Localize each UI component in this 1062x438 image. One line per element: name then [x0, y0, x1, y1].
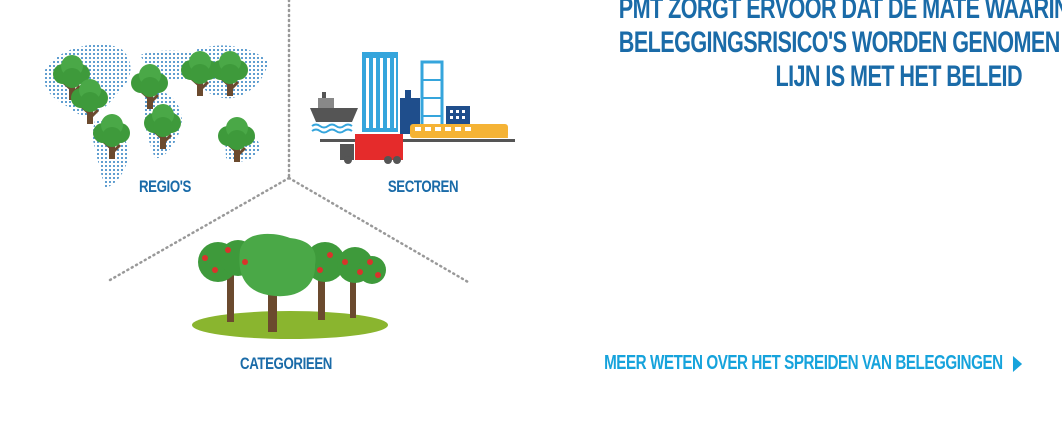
segment-label-sectoren: SECTOREN: [387, 177, 459, 196]
headline-line: PMT ZORGT ERVOOR DAT DE MATE WAARIN: [618, 0, 1062, 25]
more-info-link-label: MEER WETEN OVER HET SPREIDEN VAN BELEGGI…: [603, 352, 1003, 374]
headline: PMT ZORGT ERVOOR DAT DE MATE WAARIN BELE…: [462, 0, 1062, 94]
diversification-illustration: [44, 0, 515, 339]
divider-lines: [108, 0, 470, 284]
more-info-link[interactable]: MEER WETEN OVER HET SPREIDEN VAN BELEGGI…: [604, 352, 1022, 375]
play-arrow-icon: [1012, 355, 1022, 372]
segment-label-categorieen: CATEGORIEEN: [240, 354, 332, 373]
sectors-icon: [310, 52, 515, 164]
headline-line: LIJN IS MET HET BELEID: [775, 60, 1022, 93]
orchard-icon: [192, 233, 388, 339]
headline-line: BELEGGINGSRISICO'S WORDEN GENOMEN IN: [618, 26, 1062, 59]
segment-label-regios: REGIO'S: [138, 177, 191, 196]
